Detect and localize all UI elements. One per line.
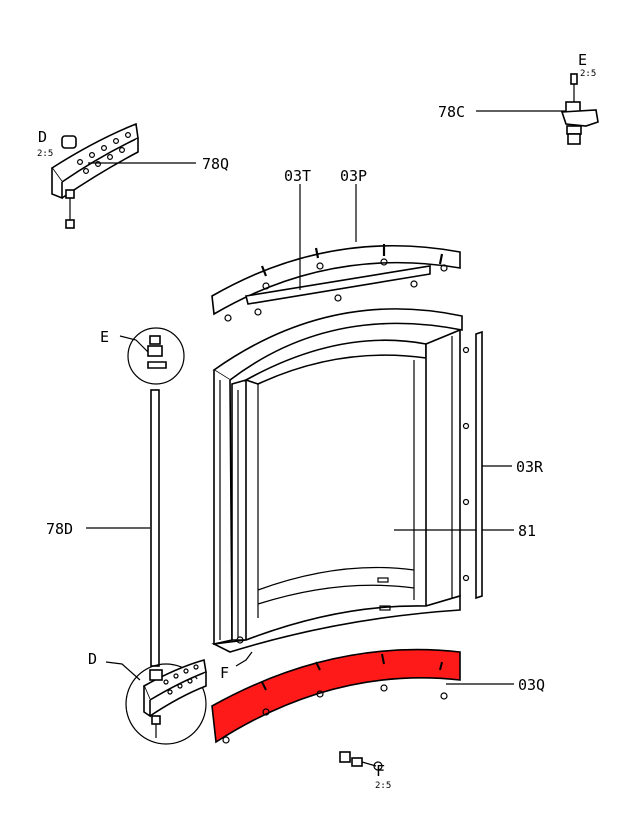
detail-circle-e bbox=[127, 327, 185, 385]
label-03t: 03T bbox=[284, 167, 311, 185]
label-81: 81 bbox=[518, 522, 536, 540]
leader-e-mid bbox=[119, 335, 149, 353]
part-03t-strip[interactable] bbox=[245, 265, 431, 316]
label-e-mid: E bbox=[100, 328, 109, 346]
part-78d-rod[interactable] bbox=[147, 335, 167, 667]
part-03p-top-cover[interactable] bbox=[211, 244, 461, 322]
label-78d: 78D bbox=[46, 520, 73, 538]
label-78q: 78Q bbox=[202, 155, 229, 173]
scale-d-top: 2:5 bbox=[37, 149, 53, 159]
part-81-glass[interactable] bbox=[262, 390, 410, 560]
part-03q-bottom-plate[interactable] bbox=[211, 648, 461, 744]
label-e-top: E bbox=[578, 51, 587, 69]
leader-d-bot bbox=[105, 661, 141, 681]
scale-f-bot: 2:5 bbox=[375, 781, 391, 791]
label-d-top: D bbox=[38, 128, 47, 146]
part-78q-bracket[interactable] bbox=[50, 122, 139, 229]
label-03q: 03Q bbox=[518, 676, 545, 694]
part-lower-bracket[interactable] bbox=[142, 658, 207, 738]
main-door-frame[interactable] bbox=[211, 308, 463, 653]
part-f-screw[interactable] bbox=[339, 751, 383, 771]
label-03r: 03R bbox=[516, 458, 544, 476]
detail-circle-d bbox=[125, 663, 207, 745]
label-d-bot: D bbox=[88, 650, 97, 668]
leader-f-mid bbox=[235, 651, 253, 667]
label-f-bot: F bbox=[376, 762, 385, 780]
part-78c-fitting[interactable] bbox=[560, 73, 599, 145]
label-03p: 03P bbox=[340, 167, 367, 185]
scale-e-top: 2:5 bbox=[580, 69, 596, 79]
part-03r-side-seal[interactable] bbox=[462, 330, 483, 600]
label-78c: 78C bbox=[438, 103, 465, 121]
label-f-mid: F bbox=[220, 664, 229, 682]
